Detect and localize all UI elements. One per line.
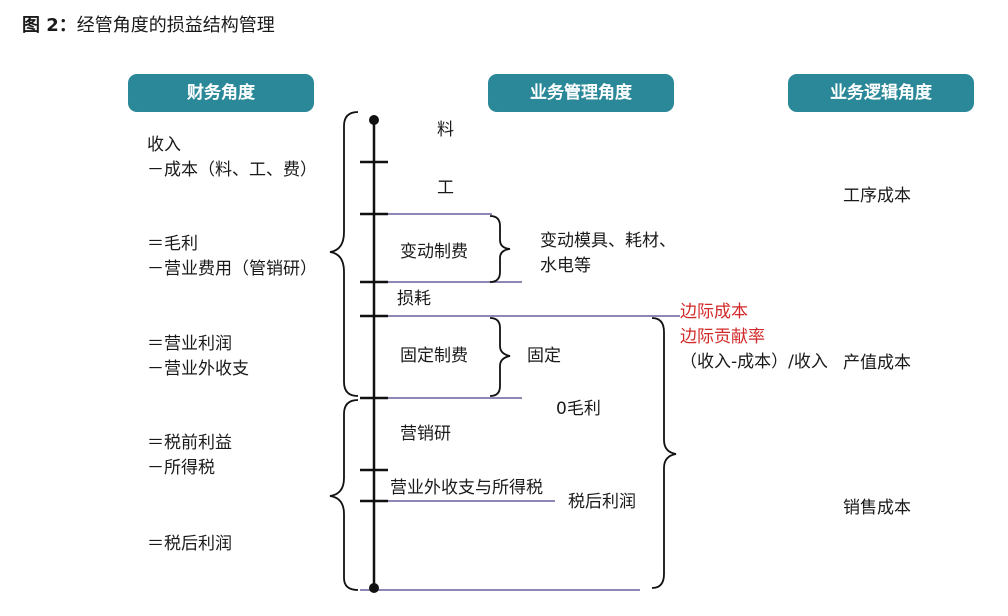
- mgmt-labor: 工: [437, 178, 454, 198]
- mgmt-sga: 营销研: [400, 424, 451, 444]
- brace-variable: [489, 215, 511, 283]
- finance-operating-expense: －营业费用（管销研）: [147, 259, 317, 279]
- contribution-formula: （收入-成本）/收入: [680, 352, 828, 372]
- finance-operating-profit: ＝营业利润: [147, 334, 232, 354]
- figure-title-text: 经管角度的损益结构管理: [76, 15, 275, 36]
- mgmt-variable-note-1: 变动模具、耗材、: [540, 231, 676, 251]
- marginal-cost-label: 边际成本: [680, 302, 748, 322]
- marginal-contribution-rate-label: 边际贡献率: [680, 327, 765, 347]
- header-business-mgmt: 业务管理角度: [488, 74, 674, 112]
- mgmt-fixed-note: 固定: [527, 346, 561, 366]
- mgmt-loss: 损耗: [397, 289, 431, 309]
- logic-sales-cost: 销售成本: [843, 498, 911, 518]
- mgmt-fixed-overhead: 固定制费: [400, 346, 468, 366]
- logic-output-cost: 产值成本: [843, 353, 911, 373]
- finance-pretax: ＝税前利益: [147, 433, 232, 453]
- finance-gross-profit: ＝毛利: [147, 234, 198, 254]
- finance-cost: －成本（料、工、费）: [147, 160, 317, 180]
- header-business-logic: 业务逻辑角度: [788, 74, 974, 112]
- mgmt-material: 料: [437, 120, 454, 140]
- figure-title-prefix: 图 2：: [22, 15, 77, 36]
- brace-left-lower: [329, 399, 359, 591]
- brace-contribution: [651, 317, 677, 589]
- finance-non-operating: －营业外收支: [147, 359, 249, 379]
- finance-revenue: 收入: [147, 135, 181, 155]
- axis-top-dot: [369, 115, 379, 125]
- logic-process-cost: 工序成本: [843, 186, 911, 206]
- finance-after-tax: ＝税后利润: [147, 534, 232, 554]
- axis-bottom-dot: [369, 583, 379, 593]
- header-finance: 财务角度: [128, 74, 314, 112]
- brace-fixed: [489, 317, 511, 397]
- mgmt-zero-gross: 0毛利: [556, 399, 601, 419]
- finance-income-tax: －所得税: [147, 458, 215, 478]
- mgmt-variable-note-2: 水电等: [540, 256, 591, 276]
- mgmt-after-tax: 税后利润: [568, 492, 636, 512]
- brace-left-upper: [329, 111, 359, 397]
- figure-title: 图 2：经管角度的损益结构管理: [22, 14, 275, 38]
- mgmt-non-operating-tax: 营业外收支与所得税: [390, 478, 543, 498]
- mgmt-variable-overhead: 变动制费: [400, 242, 468, 262]
